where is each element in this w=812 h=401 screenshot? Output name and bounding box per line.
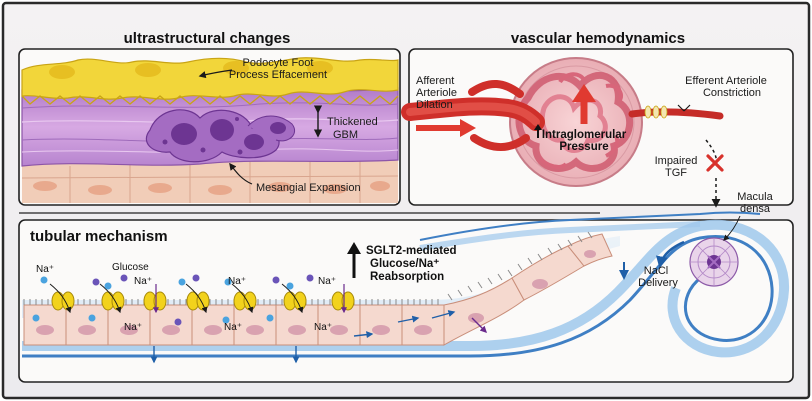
ion-dots	[32, 274, 314, 326]
ultrastructural-title: ultrastructural changes	[124, 30, 291, 47]
na-label-2: Na⁺	[134, 276, 152, 287]
sglt2-label-line2: Glucose/Na⁺	[370, 258, 439, 270]
afferent-label-line2: Arteriole	[416, 87, 457, 99]
afferent-branch-lower	[470, 134, 530, 151]
basolateral-arrows	[150, 310, 487, 364]
mesangial-pointer-arrow	[229, 162, 253, 185]
igp-label-line1: Intraglomerular	[542, 129, 627, 141]
na-label-4: Na⁺	[318, 276, 336, 287]
na-label-5: Na⁺	[124, 322, 142, 333]
glomerulus	[509, 57, 643, 187]
podocyte-layer	[21, 57, 399, 105]
tubular-title: tubular mechanism	[30, 228, 168, 245]
na-label-7: Na⁺	[314, 322, 332, 333]
nacl-flow-arrow	[656, 240, 685, 269]
efferent-label-line2: Constriction	[703, 87, 761, 99]
tgf-blocked-x-icon	[706, 154, 724, 172]
efferent-label-line1: Efferent Arteriole	[685, 75, 767, 87]
podocyte-pointer-arrow	[198, 69, 233, 79]
macula-label-line2: densa	[740, 203, 771, 215]
efferent-pointer	[677, 104, 691, 112]
endothelial-cells	[21, 156, 399, 203]
ultrastructural-panel: ultrastructural changes	[18, 30, 401, 206]
afferent-label-line1: Afferent	[416, 75, 454, 87]
sglt2-label-line1: SGLT2-mediated	[366, 245, 457, 257]
macula-densa	[689, 237, 739, 287]
na-label-1: Na⁺	[36, 264, 54, 275]
efferent-constriction-rings	[644, 105, 668, 119]
mesangial-label: Mesangial Expansion	[256, 182, 361, 194]
tgf-label-line2: TGF	[665, 167, 687, 179]
na-label-6: Na⁺	[224, 322, 242, 333]
afferent-label-line3: Dilation	[416, 99, 453, 111]
nacl-label-line1: NaCl	[644, 265, 668, 277]
epithelial-cells	[23, 233, 613, 346]
glucose-label: Glucose	[112, 262, 149, 273]
tgf-label-line1: Impaired	[655, 155, 698, 167]
gbm-label-line1: Thickened	[327, 116, 378, 128]
na-label-3: Na⁺	[228, 276, 246, 287]
tubule	[22, 211, 790, 358]
macula-pointer	[723, 215, 741, 241]
macula-label-line1: Macula	[737, 191, 773, 203]
transporter-6	[281, 283, 307, 314]
transporter-4	[185, 283, 210, 314]
transporter-2	[99, 283, 125, 314]
nacl-label-line2: Delivery	[638, 277, 678, 289]
vascular-panel: vascular hemodynamics	[401, 30, 794, 206]
tubular-panel: tubular mechanism	[18, 178, 794, 383]
podocyte-label-line1: Podocyte Foot	[243, 57, 314, 69]
efferent-arteriole	[628, 108, 724, 120]
sglt2-label-line3: Reabsorption	[370, 271, 444, 283]
podocyte-label-line2: Process Effacement	[229, 69, 327, 81]
transporter-7	[331, 284, 355, 314]
mesangial-cells	[145, 109, 296, 163]
transporter-1	[49, 283, 75, 314]
igp-label-line2: Pressure	[559, 141, 608, 153]
gbm-label-line2: GBM	[333, 129, 358, 141]
transporter-3	[143, 284, 167, 314]
transporter-5	[231, 283, 257, 314]
afferent-branch	[468, 80, 524, 98]
vascular-title: vascular hemodynamics	[511, 30, 685, 47]
